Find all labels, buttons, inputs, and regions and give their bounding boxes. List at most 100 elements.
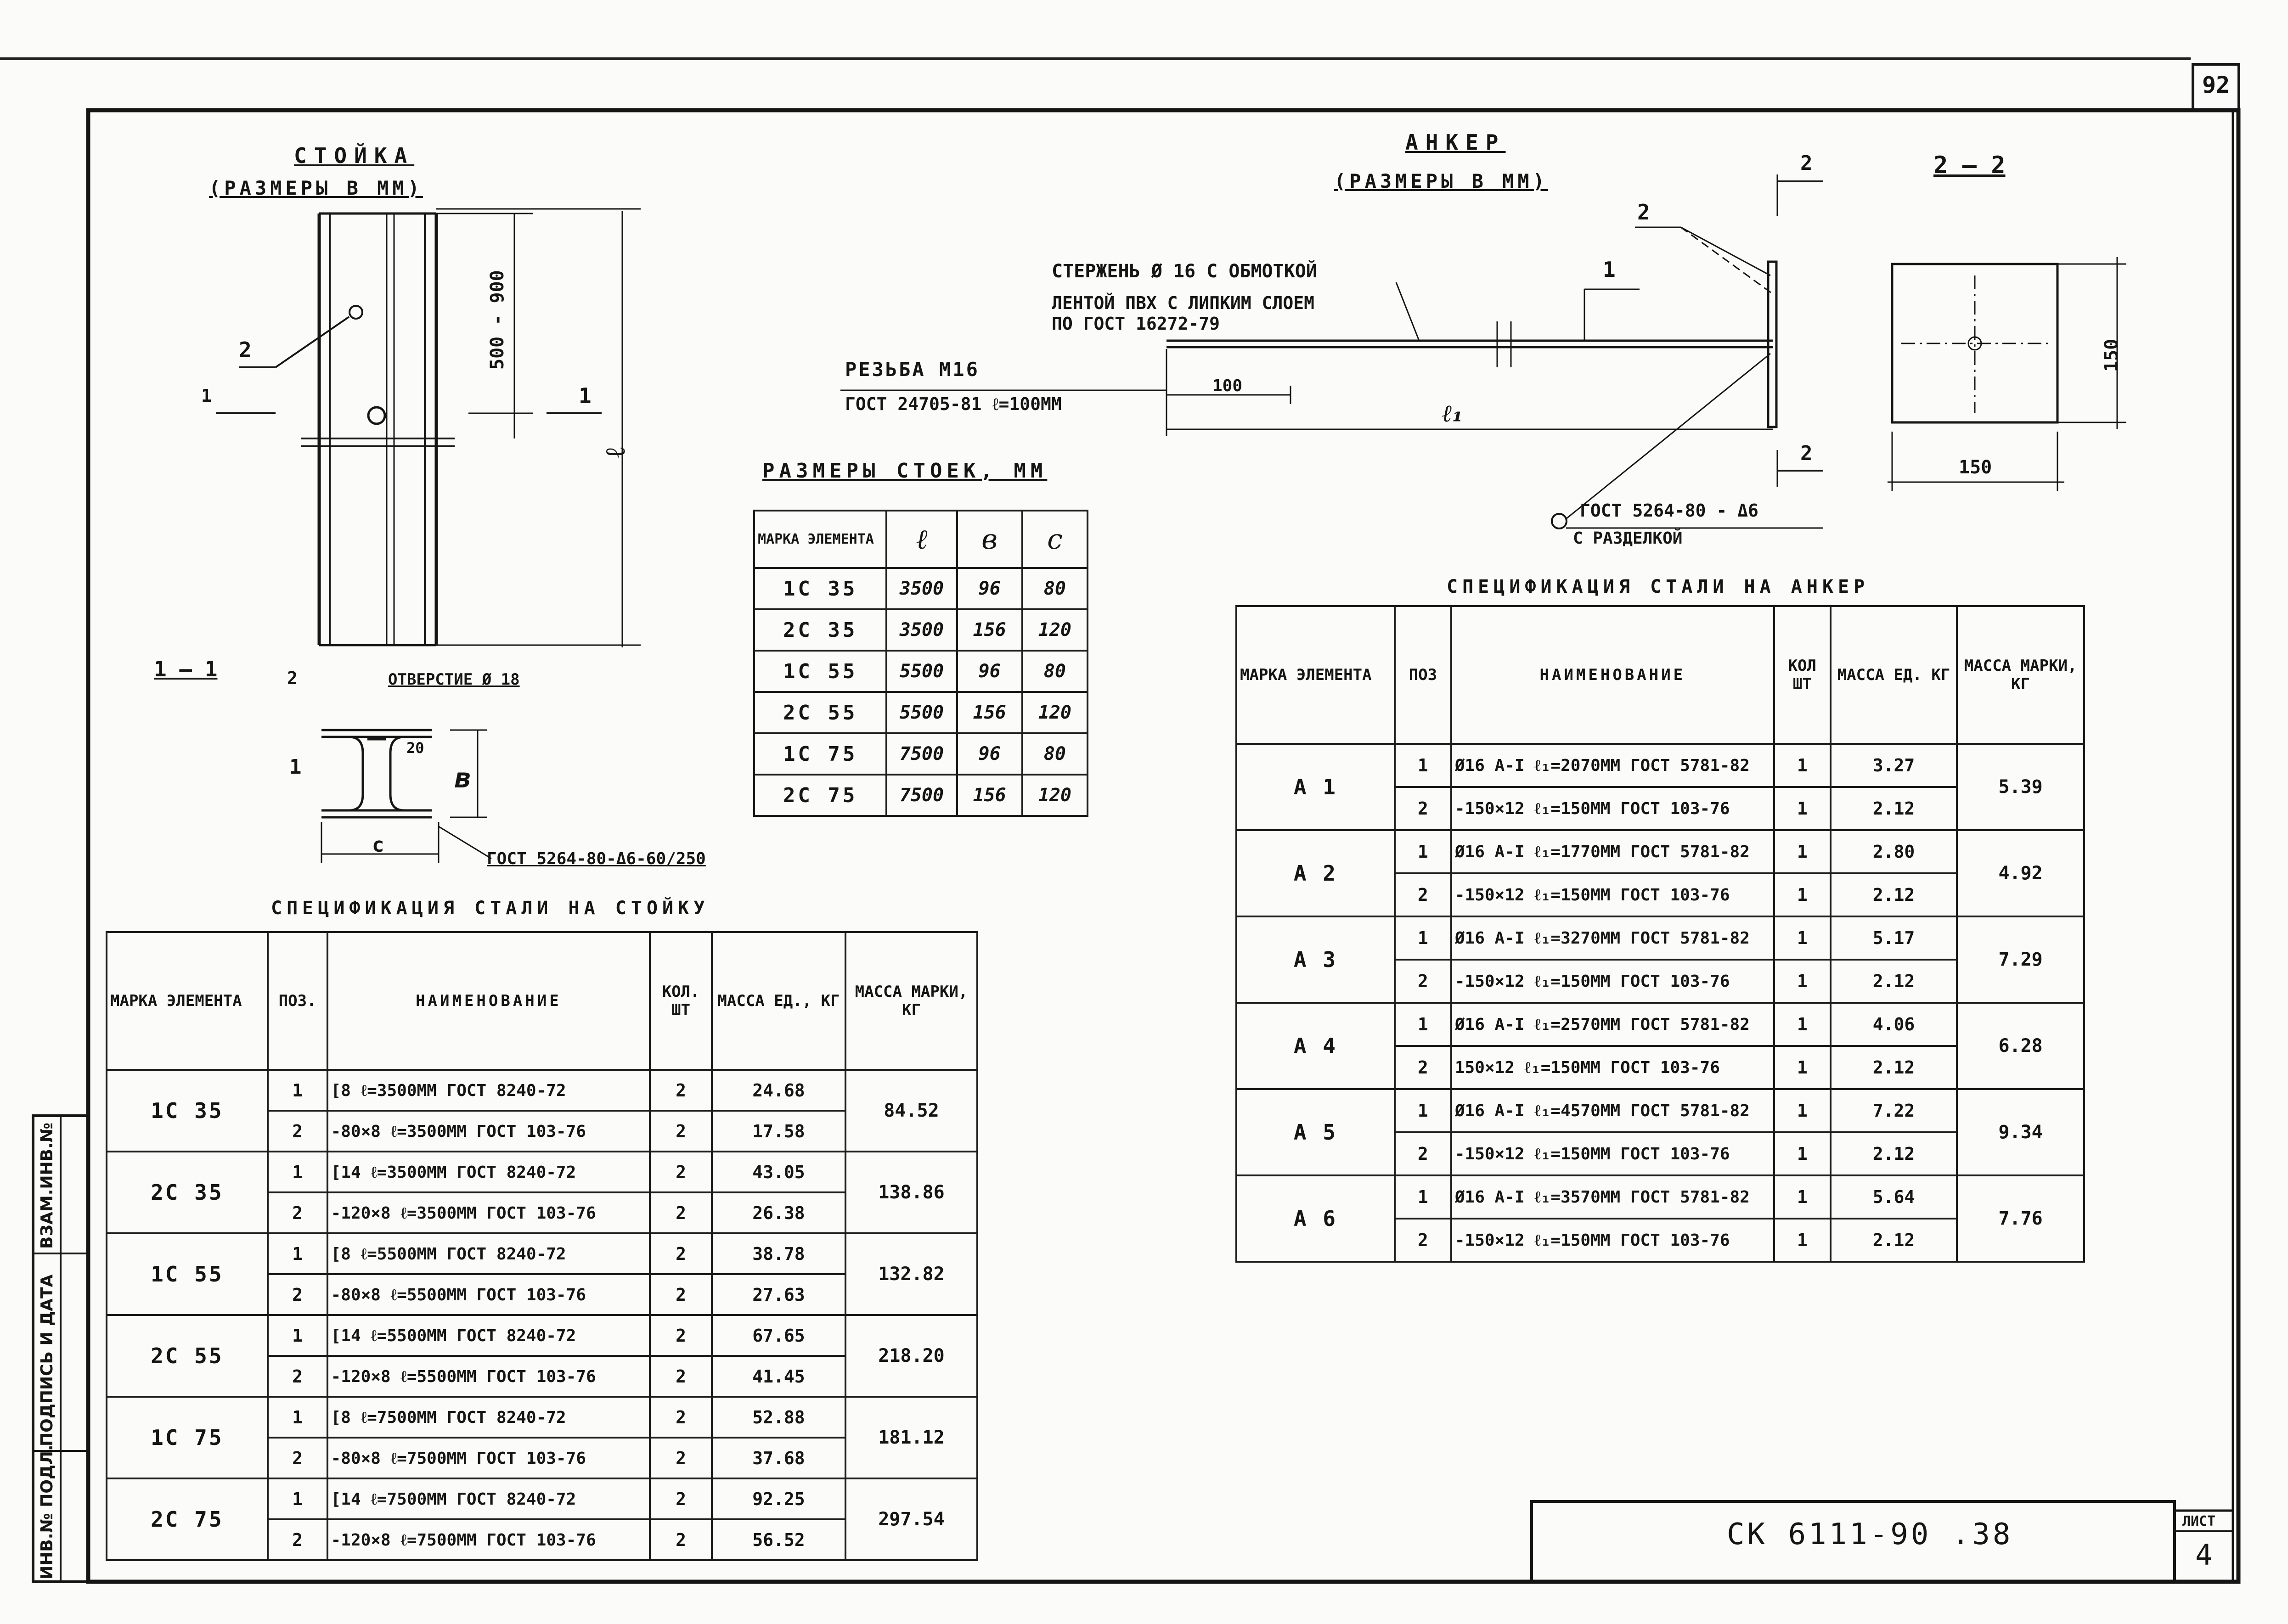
page-number: 92	[2202, 72, 2230, 98]
spec-total-mass: 4.92	[1956, 829, 2085, 917]
spec-name: -150×12 ℓ₁=150ММ ГОСТ 103-76	[1450, 786, 1775, 831]
spec-unit-mass: 7.22	[1829, 1088, 1958, 1133]
anker-cut-mark-bottom: 2	[1800, 442, 1813, 465]
spec-name: -120×8 ℓ=5500ММ ГОСТ 103-76	[326, 1355, 651, 1398]
spec-name: Ø16 А-I ℓ₁=1770ММ ГОСТ 5781-82	[1450, 829, 1775, 874]
spec-pos: 2	[1393, 786, 1452, 831]
spec-pos: 2	[1393, 959, 1452, 1004]
stoika-spec-header-unit-mass: МАССА ЕД., КГ	[710, 931, 846, 1071]
stoika-spec-header-mark: МАРКА ЭЛЕМЕНТА	[106, 931, 269, 1071]
spec-mark: А 6	[1235, 1174, 1396, 1263]
sizes-cell-mark: 1С 55	[753, 650, 888, 693]
spec-unit-mass: 92.25	[710, 1478, 846, 1520]
spec-qty: 1	[1773, 959, 1832, 1004]
spec-qty: 1	[1773, 1174, 1832, 1219]
sizes-cell-l: 5500	[885, 691, 958, 734]
stoika-spec-table: МАРКА ЭЛЕМЕНТА ПОЗ. НАИМЕНОВАНИЕ КОЛ. ШТ…	[106, 931, 979, 1561]
spec-pos: 1	[266, 1069, 328, 1112]
document-code: СК 6111-90 .38	[1727, 1517, 2013, 1551]
spec-name: Ø16 А-I ℓ₁=3270ММ ГОСТ 5781-82	[1450, 916, 1775, 961]
sizes-table-title: РАЗМЕРЫ СТОЕК, ММ	[762, 459, 1048, 483]
sizes-cell-b: 156	[956, 774, 1023, 817]
section-1-1-title: 1 — 1	[154, 657, 218, 681]
spec-name: [14 ℓ=7500ММ ГОСТ 8240-72	[326, 1478, 651, 1520]
spec-qty: 1	[1773, 916, 1832, 961]
anker-spec-title: СПЕЦИФИКАЦИЯ СТАЛИ НА АНКЕР	[1447, 576, 1870, 597]
sizes-cell-l: 3500	[885, 567, 958, 610]
stoika-spec-header-qty: КОЛ. ШТ	[649, 931, 713, 1071]
spec-name: -150×12 ℓ₁=150ММ ГОСТ 103-76	[1450, 872, 1775, 917]
sizes-cell-mark: 2С 55	[753, 691, 888, 734]
spec-qty: 2	[649, 1191, 713, 1234]
stoika-title: СТОЙКА	[294, 143, 415, 168]
spec-mark: А 4	[1235, 1002, 1396, 1090]
sizes-cell-b: 96	[956, 567, 1023, 610]
spec-pos: 1	[1393, 1174, 1452, 1219]
view-dim-150-horizontal: 150	[1959, 457, 1992, 478]
anker-weld-line-1: ГОСТ 5264-80 - Δ6	[1580, 500, 1758, 521]
spec-qty: 2	[649, 1355, 713, 1398]
stoika-spec-header-pos: ПОЗ.	[266, 931, 328, 1071]
rod-note-line-2: ЛЕНТОЙ ПВХ С ЛИПКИМ СЛОЕМ	[1052, 293, 1314, 313]
sheet-label: ЛИСТ	[2182, 1513, 2216, 1529]
spec-qty: 2	[649, 1069, 713, 1112]
spec-total-mass: 297.54	[844, 1478, 979, 1561]
spec-qty: 2	[649, 1110, 713, 1152]
spec-qty: 1	[1773, 1045, 1832, 1090]
section-pos-2: 2	[287, 668, 298, 688]
header-c: с	[1021, 510, 1089, 569]
anker-dim-100: 100	[1212, 376, 1243, 395]
spec-mark: 1С 75	[106, 1396, 269, 1479]
spec-pos: 1	[266, 1151, 328, 1193]
spec-pos: 2	[1393, 1131, 1452, 1176]
sizes-cell-c: 120	[1021, 608, 1089, 652]
spec-total-mass: 6.28	[1956, 1002, 2085, 1090]
spec-unit-mass: 2.12	[1829, 786, 1958, 831]
spec-mark: 2С 55	[106, 1314, 269, 1398]
spec-qty: 1	[1773, 786, 1832, 831]
spec-mark: А 5	[1235, 1088, 1396, 1176]
sizes-cell-c: 80	[1021, 650, 1089, 693]
spec-name: [8 ℓ=5500ММ ГОСТ 8240-72	[326, 1232, 651, 1275]
header-l: ℓ	[885, 510, 958, 569]
spec-mark: 1С 55	[106, 1232, 269, 1316]
spec-qty: 2	[649, 1437, 713, 1479]
spec-mark: 2С 35	[106, 1151, 269, 1234]
sizes-cell-mark: 1С 35	[753, 567, 888, 610]
rod-note-line-3: ПО ГОСТ 16272-79	[1052, 314, 1220, 334]
header-mark: МАРКА ЭЛЕМЕНТА	[753, 510, 888, 569]
spec-name: Ø16 А-I ℓ₁=3570ММ ГОСТ 5781-82	[1450, 1174, 1775, 1219]
spec-name: [14 ℓ=3500ММ ГОСТ 8240-72	[326, 1151, 651, 1193]
sizes-cell-c: 80	[1021, 732, 1089, 775]
spec-qty: 2	[649, 1478, 713, 1520]
spec-pos: 1	[266, 1232, 328, 1275]
spec-unit-mass: 2.12	[1829, 1045, 1958, 1090]
spec-total-mass: 7.76	[1956, 1174, 2085, 1263]
spec-pos: 2	[266, 1518, 328, 1561]
hole-note: ОТВЕРСТИЕ Ø 18	[388, 670, 520, 689]
sizes-cell-c: 120	[1021, 774, 1089, 817]
spec-unit-mass: 27.63	[710, 1273, 846, 1316]
spec-name: -80×8 ℓ=5500ММ ГОСТ 103-76	[326, 1273, 651, 1316]
sizes-cell-mark: 2С 35	[753, 608, 888, 652]
spec-name: [14 ℓ=5500ММ ГОСТ 8240-72	[326, 1314, 651, 1357]
spec-name: -120×8 ℓ=3500ММ ГОСТ 103-76	[326, 1191, 651, 1234]
spec-unit-mass: 24.68	[710, 1069, 846, 1112]
spec-pos: 1	[266, 1396, 328, 1439]
spec-unit-mass: 37.68	[710, 1437, 846, 1479]
